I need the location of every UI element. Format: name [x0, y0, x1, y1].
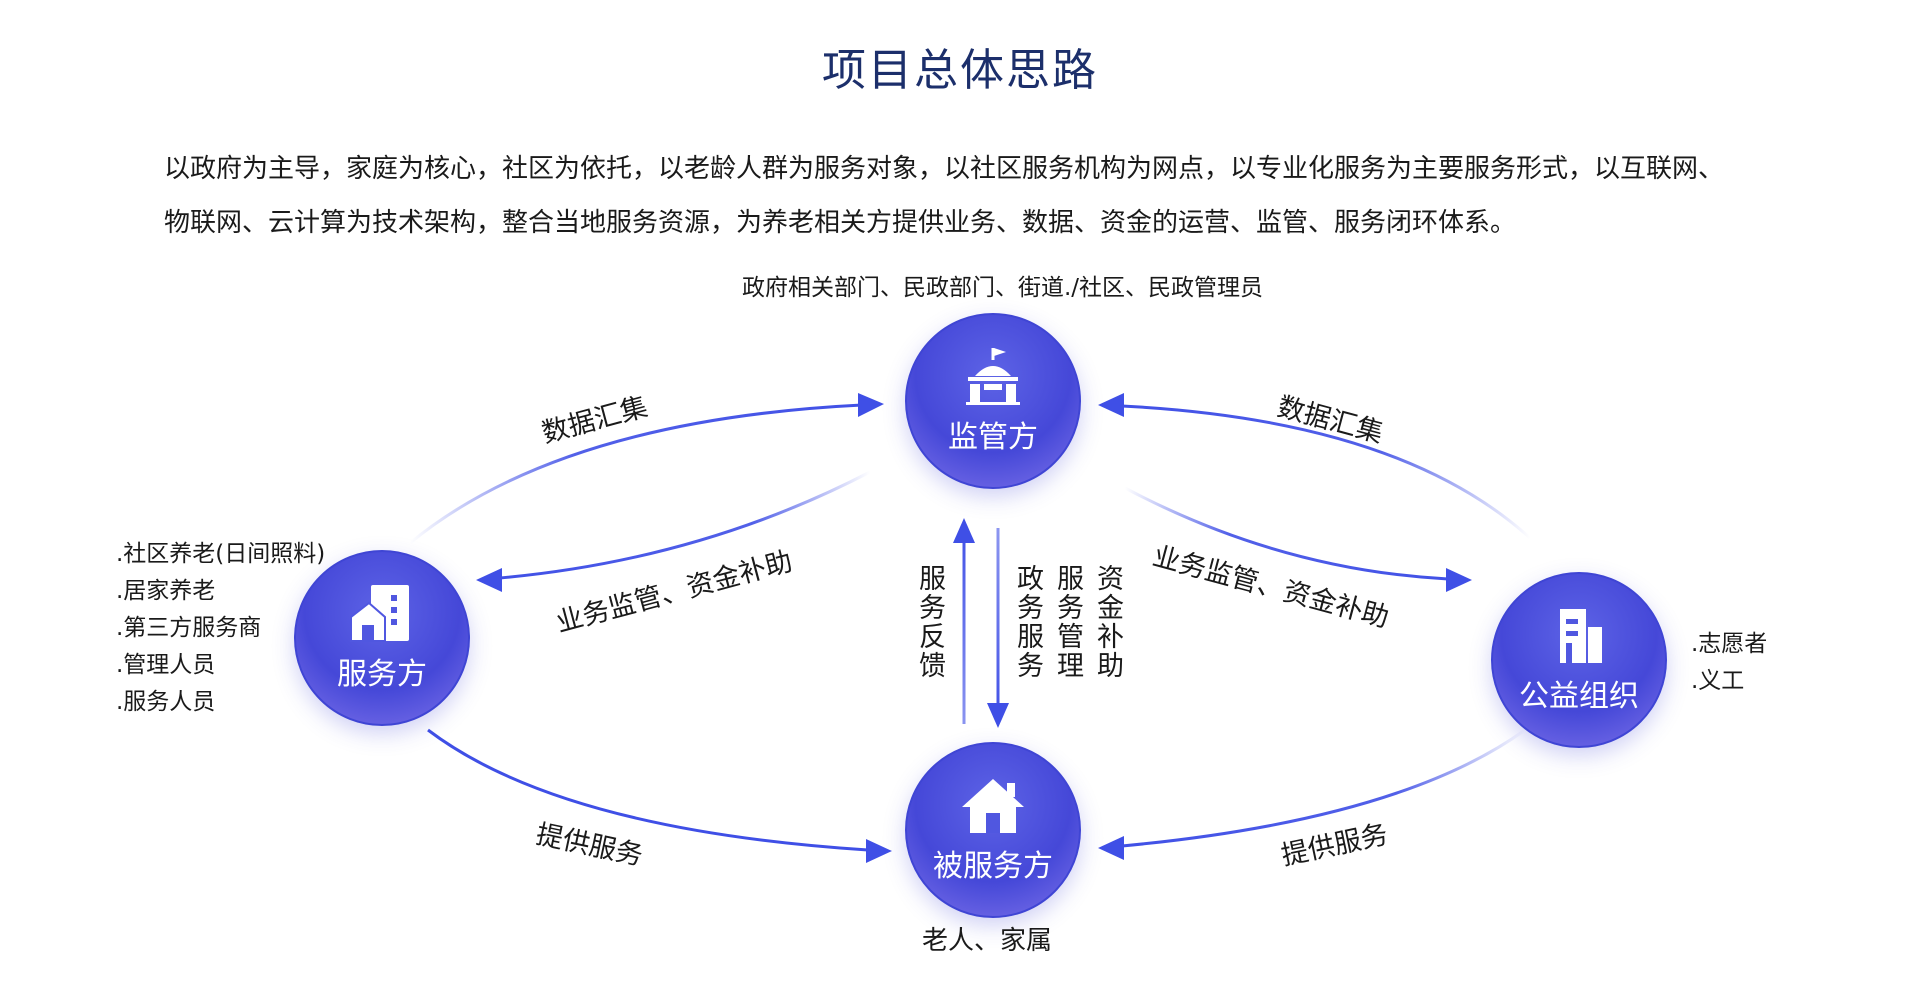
list-item: .社区养老(日间照料) [116, 541, 326, 567]
top-node-caption: 政府相关部门、民政部门、街道./社区、民政管理员 [742, 275, 1264, 301]
list-item: .志愿者 [1691, 631, 1768, 657]
page-title: 项目总体思路 [822, 45, 1098, 96]
arrow-top-to-right [1124, 486, 1449, 581]
edge-label-feedback: 服务反馈 [914, 564, 945, 680]
office-tower-icon [1560, 609, 1602, 663]
list-item: .义工 [1691, 668, 1745, 694]
node-provider: 服务方 [294, 550, 470, 726]
intro-paragraph: 以政府为主导，家庭为核心，社区为依托，以老龄人群为服务对象，以社区服务机构为网点… [164, 142, 1804, 250]
arrowhead-left-to-top [858, 393, 884, 417]
node-supervisor: 监管方 [905, 313, 1081, 489]
arrowhead-top-to-right [1446, 568, 1472, 592]
right-node-list: .志愿者 .义工 [1691, 626, 1767, 700]
house-icon [962, 779, 1024, 833]
list-item: .管理人员 [116, 652, 216, 678]
arrowhead-manage [987, 703, 1009, 728]
edge-label-manage-col2: 服务管理 [1052, 564, 1083, 680]
intro-line-1: 以政府为主导，家庭为核心，社区为依托，以老龄人群为服务对象，以社区服务机构为网点… [164, 154, 1725, 184]
arrow-top-to-left [499, 470, 871, 580]
arrowhead-right-to-bottom [1098, 836, 1124, 860]
node-provider-label: 服务方 [337, 657, 427, 692]
list-item: .居家养老 [116, 578, 216, 604]
intro-line-2: 物联网、云计算为技术架构，整合当地服务资源，为养老相关方提供业务、数据、资金的运… [164, 208, 1517, 238]
building-flag-icon [966, 348, 1020, 405]
arrow-left-to-bottom [427, 728, 869, 852]
arrow-left-to-top [409, 403, 863, 545]
left-node-list: .社区养老(日间照料) .居家养老 .第三方服务商 .管理人员 .服务人员 [116, 536, 325, 721]
node-charity-label: 公益组织 [1519, 679, 1639, 714]
arrow-right-to-bottom [1121, 728, 1526, 848]
list-item: .服务人员 [116, 689, 216, 715]
node-beneficiary-label: 被服务方 [933, 849, 1053, 884]
arrowhead-right-to-top [1098, 393, 1124, 417]
edge-label-manage-col1: 政务服务 [1012, 564, 1043, 680]
node-beneficiary: 被服务方 [905, 742, 1081, 918]
office-building-icon [350, 585, 409, 642]
arrowhead-left-to-bottom [866, 839, 892, 863]
node-supervisor-label: 监管方 [948, 420, 1038, 455]
arrowhead-top-to-left [476, 568, 502, 592]
bottom-node-caption: 老人、家属 [922, 926, 1053, 956]
edge-label-manage-col3: 资金补助 [1092, 564, 1123, 680]
arrow-right-to-top [1121, 404, 1532, 540]
list-item: .第三方服务商 [116, 615, 262, 641]
arrowhead-feedback [953, 518, 975, 543]
node-charity: 公益组织 [1491, 572, 1667, 748]
